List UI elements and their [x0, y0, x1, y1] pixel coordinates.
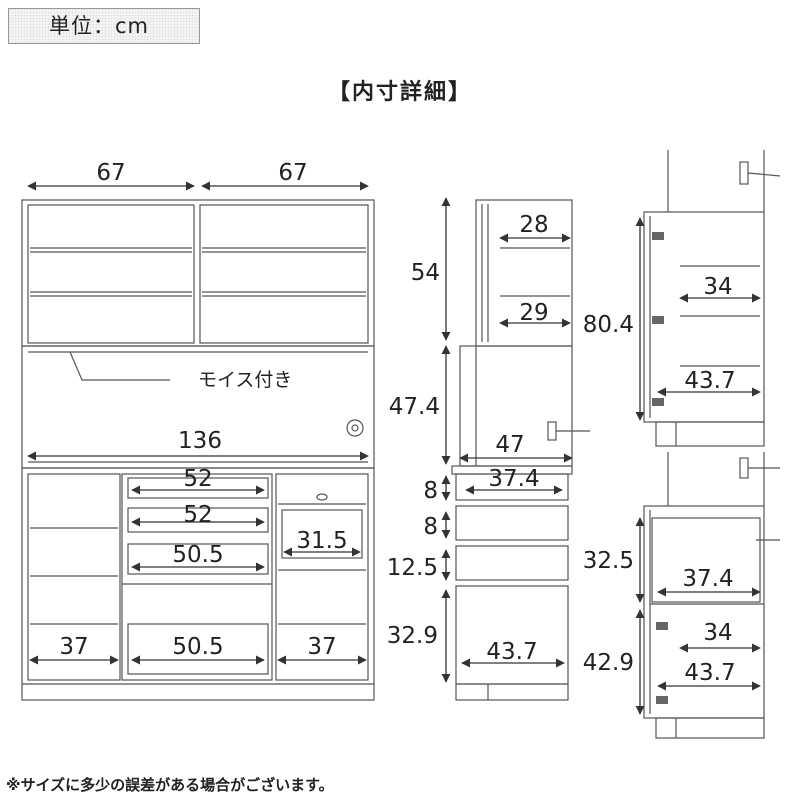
- front-top-right-width: 67: [278, 160, 307, 186]
- right-upper-shelf-depth: 34: [703, 274, 732, 300]
- front-drawer2-width: 52: [183, 502, 212, 528]
- right-lower-view: [643, 452, 780, 739]
- unit-label: 単位：cm: [8, 8, 200, 44]
- right-lower-lower-depth1: 34: [703, 620, 732, 646]
- side-view: [451, 199, 590, 701]
- side-upper-shelf-bottom: 29: [519, 300, 548, 326]
- front-top-left-width: 67: [96, 160, 125, 186]
- page-title: 【内寸詳細】: [327, 80, 472, 105]
- front-tray-width: 31.5: [296, 528, 347, 554]
- front-drawer3-width: 50.5: [172, 542, 223, 568]
- front-bottom-center-width: 50.5: [172, 634, 223, 660]
- side-middle-height: 47.4: [389, 394, 440, 420]
- right-upper-height: 80.4: [583, 312, 634, 338]
- right-lower-upper-height: 32.5: [583, 548, 634, 574]
- side-bottom-height: 32.9: [387, 623, 438, 649]
- side-upper-height: 54: [411, 260, 440, 286]
- front-drawer1-width: 52: [183, 466, 212, 492]
- right-lower-arrows: [635, 517, 761, 715]
- front-counter-width: 136: [178, 428, 222, 454]
- right-lower-lower-depth2: 43.7: [684, 660, 735, 686]
- front-bottom-right-width: 37: [307, 634, 336, 660]
- side-drawer3-height: 12.5: [387, 555, 438, 581]
- right-lower-upper-depth: 37.4: [682, 566, 733, 592]
- right-lower-hinges: [656, 622, 668, 704]
- moisture-label: モイス付き: [198, 369, 292, 391]
- side-bottom-depth: 43.7: [486, 639, 537, 665]
- footnote: ※サイズに多少の誤差がある場合がございます。: [6, 776, 334, 794]
- front-view: [21, 199, 375, 701]
- side-middle-depth: 47: [495, 432, 524, 458]
- side-drawer2-height: 8: [423, 514, 438, 540]
- side-upper-shelf-top: 28: [519, 212, 548, 238]
- right-upper-bottom-depth: 43.7: [684, 368, 735, 394]
- side-drawer-inner-depth: 37.4: [488, 466, 539, 492]
- right-upper-arrows: [635, 217, 761, 421]
- front-dimension-arrows: [27, 181, 369, 665]
- right-lower-lower-height: 42.9: [583, 650, 634, 676]
- side-drawer1-height: 8: [423, 478, 438, 504]
- front-bottom-left-width: 37: [59, 634, 88, 660]
- side-dimension-arrows: [441, 197, 573, 683]
- right-upper-hinges: [652, 232, 664, 406]
